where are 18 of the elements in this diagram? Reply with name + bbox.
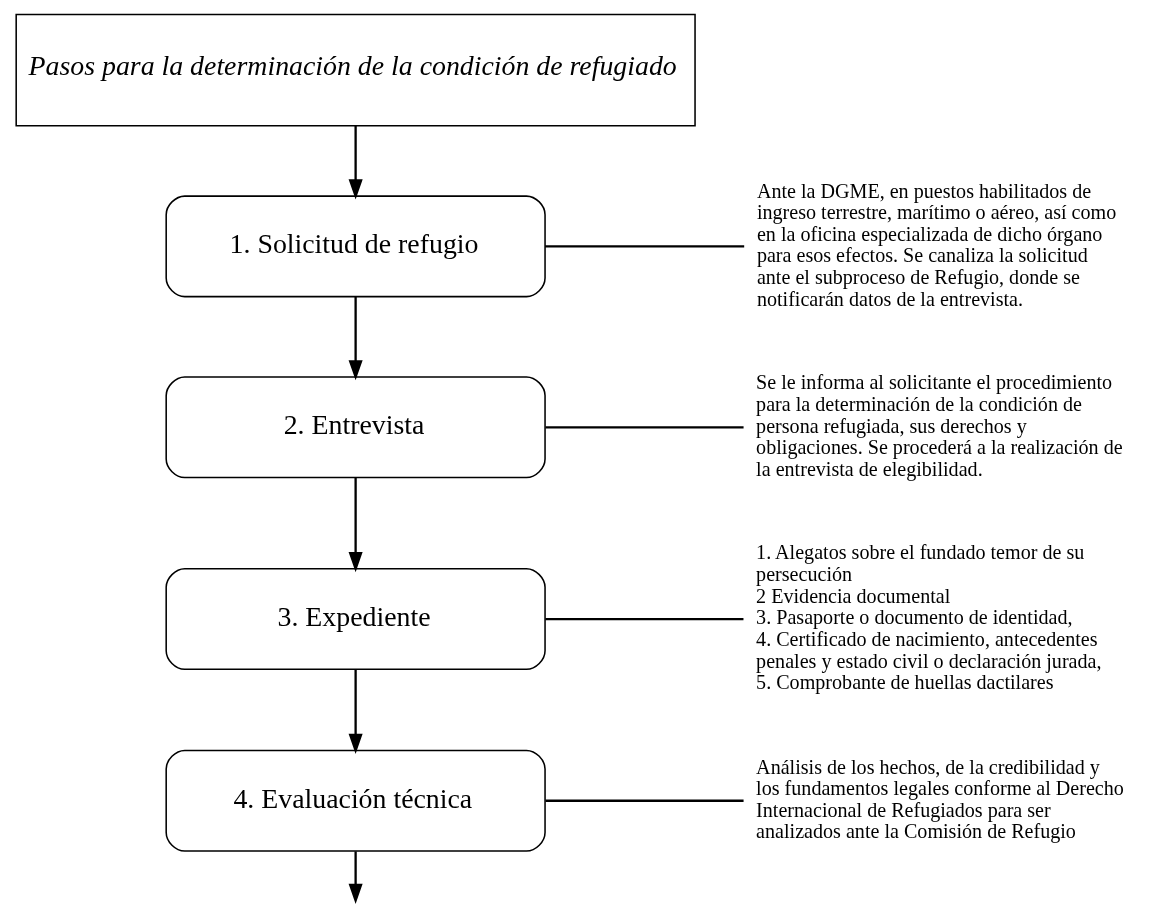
connector [545,799,744,802]
node-box: 1. Solicitud de refugio [165,195,546,298]
connector [545,426,744,429]
connector [545,617,744,621]
node-text: Se le informa al solicitante el procedimiento para la determinación de la condición de persona refugiada, sus derechos y obligaciones. Se procederá a la realización de la entrevista de elegibilidad. [756,371,1123,480]
node-box: 4. Evaluación técnica [165,749,546,852]
connector [545,245,745,248]
arrow [348,851,363,904]
arrow [348,125,363,200]
node-box: 3. Expediente [165,568,546,671]
arrow [348,297,363,381]
node-text: Análisis de los hechos, de la credibilidad y los fundamentos legales conforme al Derecho Internacional de Refugiados para ser analizados ante la Comisión de Refugio [756,755,1124,843]
node-box: 2. Entrevista [165,376,546,479]
node-box: Pasos para la determinación de la condición de refugiado [15,13,696,127]
arrow [348,669,363,754]
arrow [348,477,363,573]
node-text: Ante la DGME, en puestos habilitados de ingreso terrestre, marítimo o aéreo, así como en la oficina especializada de dicho órgano para esos efectos. Se canaliza la solicitud ante el subproceso de Refugio, donde se notificarán datos de la entrevista. [756,179,1117,310]
node-text: 1. Alegatos sobre el fundado temor de su persecución 2 Evidencia documental 3. Pasaporte o documento de identidad, 4. Certificado de nacimiento, antecedentes penales y estado civil o declaración jurada, 5. Comprobante de huellas dactilares [756,541,1102,694]
